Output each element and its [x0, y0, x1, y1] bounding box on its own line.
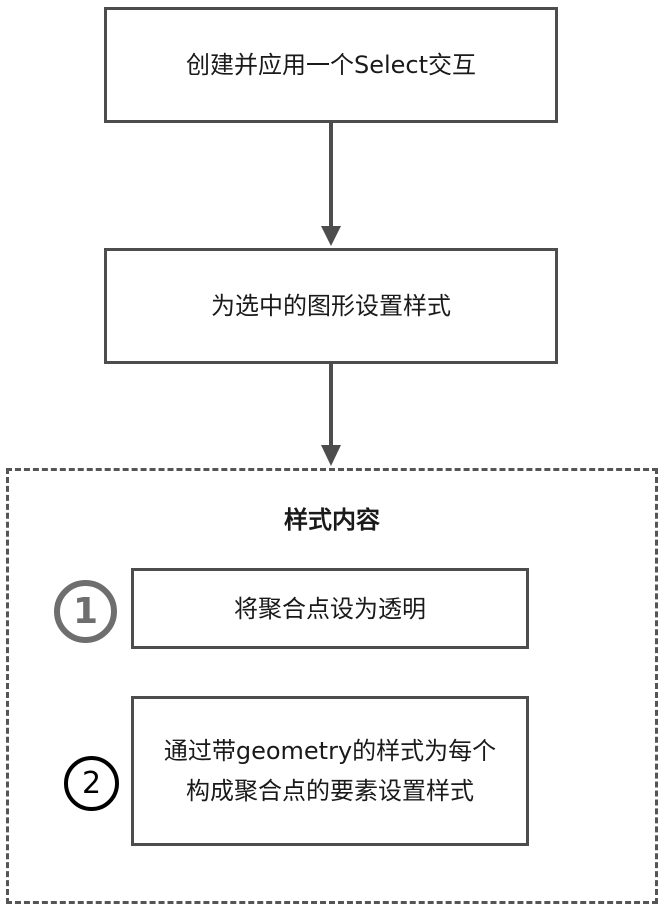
item-1-box: 将聚合点设为透明: [131, 568, 529, 649]
item-2-text: 通过带geometry的样式为每个 构成聚合点的要素设置样式: [164, 731, 496, 811]
item-1-label: 将聚合点设为透明: [234, 594, 426, 623]
number-2-badge: 2: [64, 756, 119, 811]
step-create-select-box: 创建并应用一个Select交互: [104, 7, 558, 123]
arrow-1-to-2: [321, 123, 341, 246]
step-set-style-label: 为选中的图形设置样式: [211, 292, 451, 320]
group-title: 样式内容: [284, 506, 380, 534]
step-set-style-box: 为选中的图形设置样式: [104, 248, 558, 364]
style-content-group: [6, 468, 658, 904]
arrow-2-to-group: [321, 364, 341, 466]
step-create-select-label: 创建并应用一个Select交互: [185, 51, 477, 79]
item-2-line-2: 构成聚合点的要素设置样式: [186, 777, 474, 805]
item-2-line-1: 通过带geometry的样式为每个: [163, 737, 497, 765]
number-1-badge: 1: [54, 580, 117, 643]
item-2-box: 通过带geometry的样式为每个 构成聚合点的要素设置样式: [131, 696, 529, 846]
